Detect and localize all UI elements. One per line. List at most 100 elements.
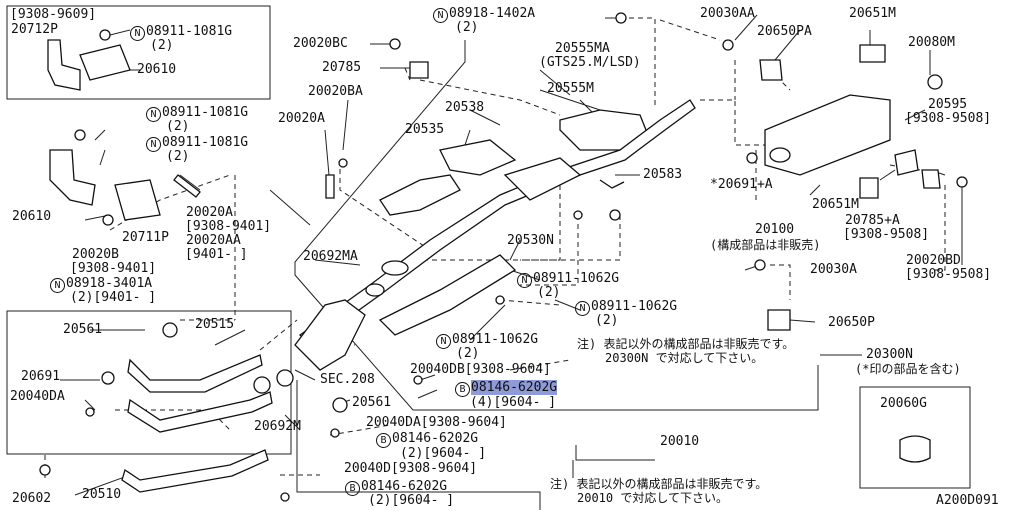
label-20010: 20010 bbox=[660, 434, 700, 449]
label-20100: 20100 bbox=[755, 222, 795, 237]
b-marker-icon: B bbox=[376, 433, 391, 448]
bolt-icon bbox=[413, 375, 423, 385]
label-20030aa: 20030AA bbox=[700, 6, 755, 21]
label-20040da-a: 20040DA bbox=[10, 389, 65, 404]
n-marker-icon: N bbox=[517, 273, 532, 288]
bracket-20711p bbox=[114, 179, 161, 221]
gasket-20692m-icon bbox=[276, 369, 294, 387]
label-20651m: 20651M bbox=[812, 197, 859, 212]
label-20712p: 20712P bbox=[11, 22, 58, 37]
label-20510: 20510 bbox=[82, 487, 122, 502]
inset-box-muffler bbox=[859, 386, 971, 489]
n-marker-icon: N bbox=[50, 278, 65, 293]
label-20535: 20535 bbox=[405, 122, 445, 137]
n-marker-icon: N bbox=[146, 137, 161, 152]
label-20040da-b: 20040DA[9308-9604] bbox=[366, 415, 507, 430]
tail-tip-20080m bbox=[927, 74, 943, 90]
label-20020aa: 20020AA bbox=[186, 233, 241, 248]
label-qty-2-f: (2) bbox=[595, 313, 619, 328]
label-20300n: 20300N bbox=[866, 347, 913, 362]
assembly-outline-20300n bbox=[294, 40, 819, 411]
hanger-20650p bbox=[767, 309, 791, 331]
label-date-20020aa: [9401- ] bbox=[185, 247, 248, 262]
label-20651m-top: 20651M bbox=[849, 6, 896, 21]
gasket-20692ma bbox=[365, 283, 385, 297]
label-date-range-bracket: [9308-9609] bbox=[10, 7, 97, 22]
label-20020a: 20020A bbox=[186, 205, 233, 220]
bolt-20602-icon bbox=[39, 464, 51, 476]
label-20020a-top: 20020A bbox=[278, 111, 325, 126]
label-20555ma: 20555MA bbox=[555, 41, 610, 56]
label-20561-b: 20561 bbox=[352, 395, 392, 410]
label-20060g: 20060G bbox=[880, 396, 927, 411]
n-marker-icon: N bbox=[130, 26, 145, 41]
label-20020bd: 20020BD bbox=[906, 253, 961, 268]
label-20100-note: (構成部品は非販売) bbox=[710, 238, 821, 252]
label-20650pa: 20650PA bbox=[757, 24, 812, 39]
flange-icon bbox=[381, 260, 409, 276]
resonator-20300n bbox=[503, 157, 582, 201]
clamp-20561b-icon bbox=[332, 397, 348, 413]
b-marker-icon: B bbox=[345, 481, 360, 496]
label-date-20020a: [9308-9401] bbox=[185, 219, 272, 234]
label-20711p: 20711P bbox=[122, 230, 169, 245]
bracket-20712p bbox=[79, 44, 131, 81]
b-marker-icon: B bbox=[455, 382, 470, 397]
label-20080m: 20080M bbox=[908, 35, 955, 50]
label-qty-2-g: (2) bbox=[456, 346, 480, 361]
label-20020b: 20020B bbox=[72, 247, 119, 262]
center-pipe-20300n bbox=[298, 99, 696, 346]
label-gts25-lsd: (GTS25.M/LSD) bbox=[539, 55, 641, 70]
bracket-20610 bbox=[49, 149, 96, 206]
label-qty-2-e: (2) bbox=[537, 285, 561, 300]
nut-icon bbox=[389, 38, 401, 50]
label-20040db: 20040DB[9308-9604] bbox=[410, 362, 551, 377]
front-pipe-20515 bbox=[127, 354, 263, 393]
assembly-outline-20010 bbox=[296, 380, 541, 510]
bolt-icon bbox=[722, 39, 734, 51]
hanger-20651m-top bbox=[859, 44, 886, 63]
label-note-20300n-1: 注) 表記以外の構成部品は非販売です。 bbox=[577, 337, 795, 351]
label-note-20010-2: 20010 で対応して下さい。 bbox=[577, 491, 728, 505]
n-marker-icon: N bbox=[575, 301, 590, 316]
nut-icon bbox=[102, 214, 114, 226]
o-ring-20691a-icon bbox=[746, 152, 758, 164]
front-pipe-20510 bbox=[121, 449, 269, 493]
label-qty-08146-6202g-b: (2)[9604- ] bbox=[400, 446, 487, 461]
label-20610-b: 20610 bbox=[12, 209, 52, 224]
nut-icon bbox=[956, 176, 968, 188]
heat-shield-20530n bbox=[378, 254, 517, 336]
label-qty-08146-6202g-a: (4)[9604- ] bbox=[470, 395, 557, 410]
label-20020bc: 20020BC bbox=[293, 36, 348, 51]
bolt-icon bbox=[280, 492, 290, 502]
label-20785a: 20785+A bbox=[845, 213, 900, 228]
label-qty-2-a: (2) bbox=[150, 38, 174, 53]
grommet-icon bbox=[573, 210, 583, 220]
nut-icon bbox=[99, 29, 111, 41]
plug-20060g bbox=[899, 435, 931, 463]
bolt-icon bbox=[754, 259, 766, 271]
heat-shield-20535 bbox=[379, 174, 461, 216]
hanger-20650pa bbox=[759, 59, 783, 81]
label-20020ba: 20020BA bbox=[308, 84, 363, 99]
label-date-20595: [9308-9508] bbox=[905, 111, 992, 126]
front-pipe-20515-b bbox=[127, 391, 273, 433]
o-ring-20691-icon bbox=[101, 371, 115, 385]
bracket-20595 bbox=[894, 149, 919, 176]
label-20300n-note: (*印の部品を含む) bbox=[855, 362, 961, 376]
label-qty-08918-3401a: (2)[9401- ] bbox=[70, 290, 157, 305]
bracket-20610-top bbox=[47, 39, 81, 91]
label-note-20010-1: 注) 表記以外の構成部品は非販売です。 bbox=[550, 477, 768, 491]
bolt-icon bbox=[330, 428, 340, 438]
diagram-code: A200D091 bbox=[936, 493, 999, 508]
label-date-20020bd: [9308-9508] bbox=[905, 267, 992, 282]
n-marker-icon: N bbox=[146, 107, 161, 122]
label-20785: 20785 bbox=[322, 60, 362, 75]
label-20515: 20515 bbox=[195, 317, 235, 332]
